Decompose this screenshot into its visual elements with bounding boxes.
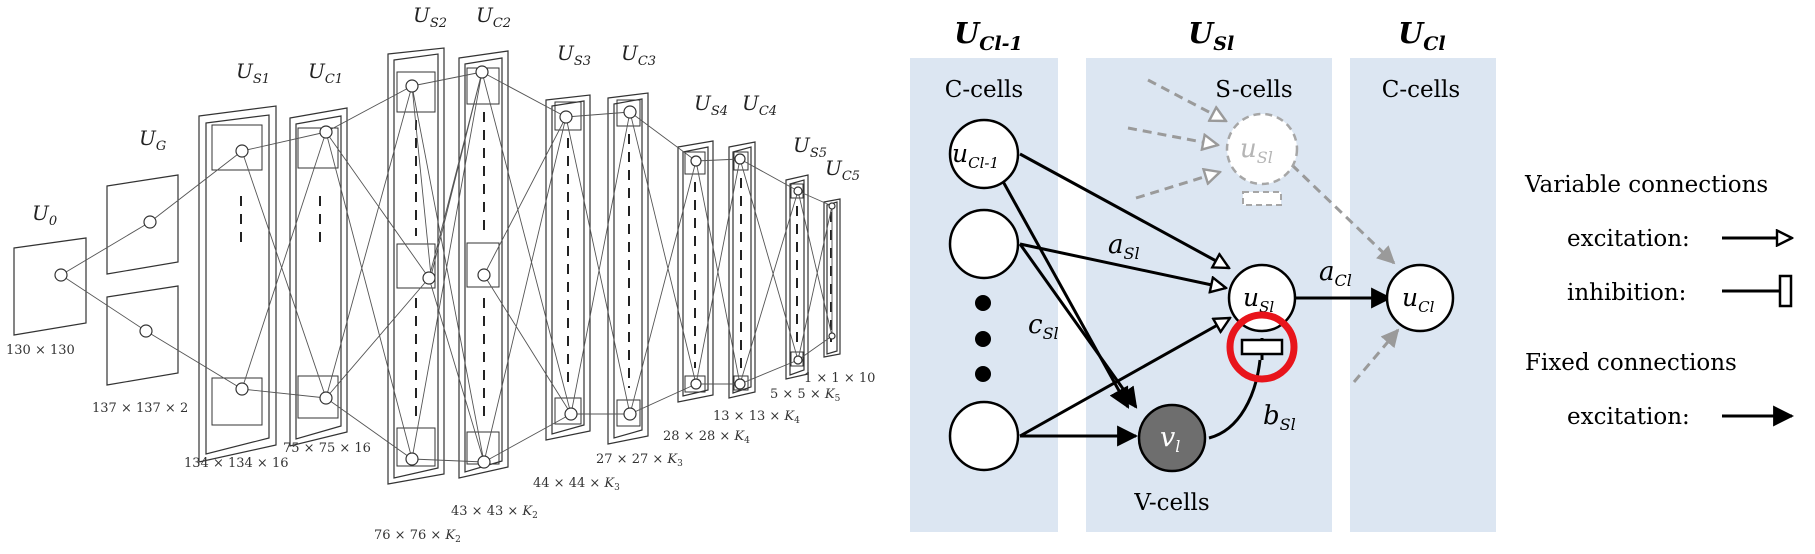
ghost-inhibition-bar [1242, 191, 1282, 206]
title-v-cells: V-cells [1133, 490, 1209, 516]
legend-inhibition-bar [1778, 274, 1793, 308]
header-u-cl-1: UCl-1 [954, 16, 1023, 55]
inhibition-bar [1240, 338, 1284, 356]
layer-uc5-frame [823, 198, 841, 358]
layer-ug-plane-top [106, 174, 179, 275]
size-us2: 76 × 76 × K2 [374, 528, 461, 545]
label-ug: UG [139, 126, 166, 154]
legend: Variable connections excitation: inhibit… [1524, 172, 1768, 430]
node-u-cl-1 [948, 118, 1020, 190]
layer-u0-plane [13, 237, 87, 336]
svg-text:vl: vl [1160, 422, 1180, 456]
svg-text:uCl-1: uCl-1 [952, 139, 999, 172]
legend-excitation-label: excitation: [1567, 226, 1690, 252]
label-uc1: UC1 [308, 59, 343, 87]
layer-labels: U0 UG US1 UC1 US2 UC2 US3 UC3 US4 UC4 US… [32, 3, 860, 229]
svg-text:uSl: uSl [1243, 283, 1274, 316]
ellipsis-dots [975, 295, 991, 382]
label-a-cl: aCl [1319, 257, 1352, 290]
layer-us1-frame [198, 105, 277, 463]
label-us5: US5 [793, 133, 827, 161]
layer-us3-frame [545, 94, 591, 441]
size-uc5: 1 × 1 × 10 [804, 371, 875, 386]
highlight-circle [1226, 311, 1298, 383]
label-uc4: UC4 [742, 91, 777, 119]
size-us4: 28 × 28 × K4 [663, 429, 750, 446]
layer-uc4-frame [728, 141, 756, 399]
size-uc4: 13 × 13 × K4 [713, 409, 800, 426]
size-uc3: 27 × 27 × K3 [596, 452, 683, 469]
layer-us5-frame [785, 174, 809, 380]
node-c-cell-2 [948, 208, 1020, 280]
size-us1: 134 × 134 × 16 [184, 456, 288, 471]
layer-uc2-frame [458, 50, 509, 479]
ghost-s-cell-group: uSl [1127, 78, 1400, 383]
node-c-cell-n [948, 400, 1020, 472]
ghost-s-cell [1225, 112, 1299, 186]
size-uc1: 75 × 75 × 16 [283, 441, 371, 456]
title-c-cells-right: C-cells [1382, 77, 1460, 103]
size-u0: 130 × 130 [6, 343, 75, 358]
size-ug: 137 × 137 × 2 [92, 401, 188, 416]
layer-uc3-frame [607, 92, 649, 445]
node-v-l [1137, 403, 1207, 473]
size-us5: 5 × 5 × K5 [770, 387, 841, 404]
title-c-cells-left: C-cells [945, 77, 1023, 103]
label-us3: US3 [557, 41, 591, 69]
label-us2: US2 [413, 3, 447, 31]
layer-us2-frame [387, 47, 445, 485]
legend-fixed-excitation-label: excitation: [1567, 404, 1690, 430]
size-uc2: 43 × 43 × K2 [451, 504, 538, 521]
header-u-sl: USl [1188, 16, 1234, 55]
title-s-cells: S-cells [1215, 77, 1292, 103]
label-u0: U0 [32, 201, 57, 229]
network-architecture [13, 47, 841, 485]
label-us1: US1 [236, 59, 270, 87]
header-u-cl: UCl [1398, 16, 1446, 55]
legend-fixed-title: Fixed connections [1525, 350, 1737, 376]
svg-text:uSl: uSl [1240, 134, 1273, 167]
layer-us4-frame [677, 140, 714, 403]
legend-variable-title: Variable connections [1524, 172, 1768, 198]
label-c-sl: cSl [1028, 310, 1059, 343]
node-u-sl [1227, 263, 1297, 333]
label-uc5: UC5 [825, 156, 860, 184]
layer-uc1-frame [289, 107, 348, 447]
size-us3: 44 × 44 × K3 [533, 476, 620, 493]
size-labels: 130 × 130 137 × 137 × 2 134 × 134 × 16 7… [6, 343, 875, 545]
node-u-cl [1385, 263, 1455, 333]
label-us4: US4 [694, 91, 728, 119]
svg-text:uCl: uCl [1402, 283, 1435, 316]
cell-diagram: UCl-1 USl UCl C-cells S-cells C-cells V-… [910, 16, 1496, 532]
label-uc3: UC3 [621, 41, 656, 69]
label-b-sl: bSl [1263, 401, 1296, 434]
label-a-sl: aSl [1108, 230, 1140, 263]
legend-inhibition-label: inhibition: [1567, 280, 1686, 306]
label-uc2: UC2 [476, 3, 511, 31]
